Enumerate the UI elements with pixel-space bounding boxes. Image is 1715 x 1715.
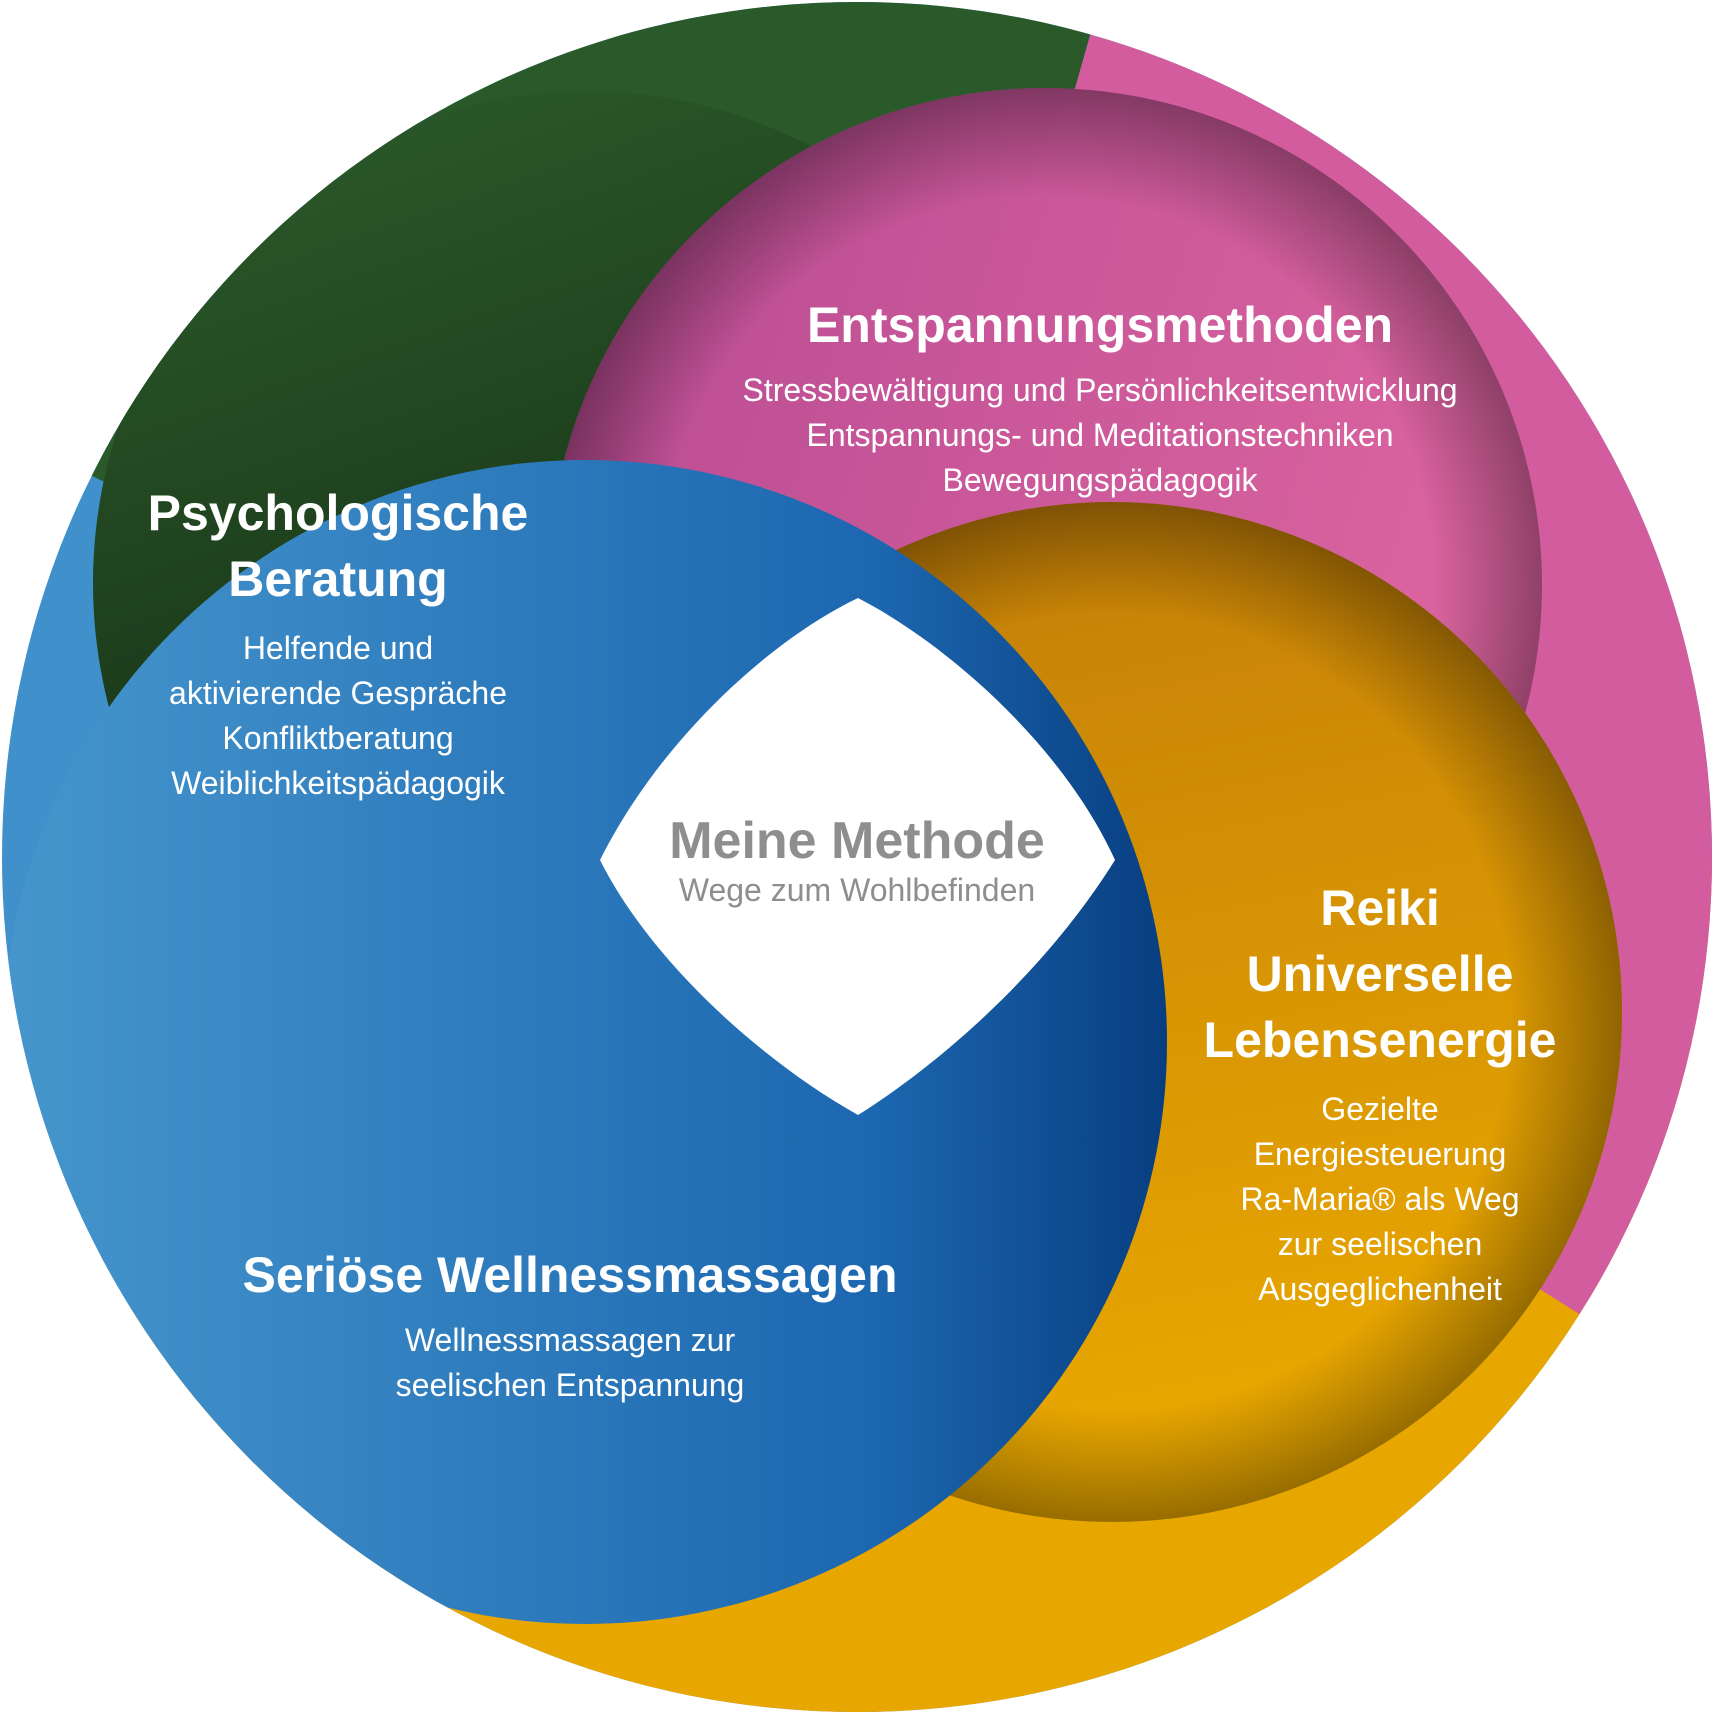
segment-wellness-desc-1: Wellnessmassagen zur	[404, 1322, 736, 1358]
segment-reiki-title-3: Lebensenergie	[1203, 1012, 1557, 1068]
segment-psychologie-title-1: Psychologische	[147, 485, 529, 541]
segment-reiki-desc-4: zur seelischen	[1277, 1226, 1483, 1262]
segment-reiki-desc-3: Ra-Maria® als Weg	[1240, 1181, 1520, 1217]
segment-wellness: Seriöse Wellnessmassagen Wellnessmassage…	[190, 1242, 950, 1408]
segment-psychologie-desc-1: Helfende und	[242, 630, 434, 666]
center-lens	[600, 598, 1115, 1115]
segment-psychologie-desc-2: aktivierende Gespräche	[169, 675, 507, 711]
center-subtitle: Wege zum Wohlbefinden	[678, 872, 1036, 908]
segment-reiki-title-2: Universelle	[1246, 946, 1514, 1002]
segment-psychologie-desc-3: Konfliktberatung	[222, 720, 454, 756]
segment-entspannung-desc-3: Bewegungspädagogik	[942, 462, 1258, 498]
segment-entspannung: Entspannungsmethoden Stressbewältigung u…	[650, 292, 1550, 503]
segment-entspannung-title-1: Entspannungsmethoden	[806, 297, 1394, 353]
center-title: Meine Methode	[669, 812, 1045, 870]
segment-reiki-desc-5: Ausgeglichenheit	[1258, 1271, 1502, 1307]
segment-entspannung-desc-1: Stressbewältigung und Persönlichkeitsent…	[742, 372, 1458, 408]
segment-reiki: Reiki Universelle Lebensenergie Gezielte…	[1160, 875, 1600, 1312]
segment-psychologie-title-2: Beratung	[228, 551, 448, 607]
segment-reiki-desc-1: Gezielte	[1321, 1091, 1439, 1127]
segment-psychologie-desc-4: Weiblichkeitspädagogik	[171, 765, 505, 801]
segment-wellness-desc-2: seelischen Entspannung	[395, 1367, 745, 1403]
segment-psychologie: Psychologische Beratung Helfende und akt…	[118, 480, 558, 806]
segment-entspannung-desc-2: Entspannungs- und Meditationstechniken	[806, 417, 1394, 453]
center-label: Meine Methode Wege zum Wohlbefinden	[607, 812, 1107, 910]
segment-reiki-desc-2: Energiesteuerung	[1253, 1136, 1507, 1172]
segment-wellness-title-1: Seriöse Wellnessmassagen	[242, 1247, 898, 1303]
segment-reiki-title-1: Reiki	[1320, 880, 1440, 936]
